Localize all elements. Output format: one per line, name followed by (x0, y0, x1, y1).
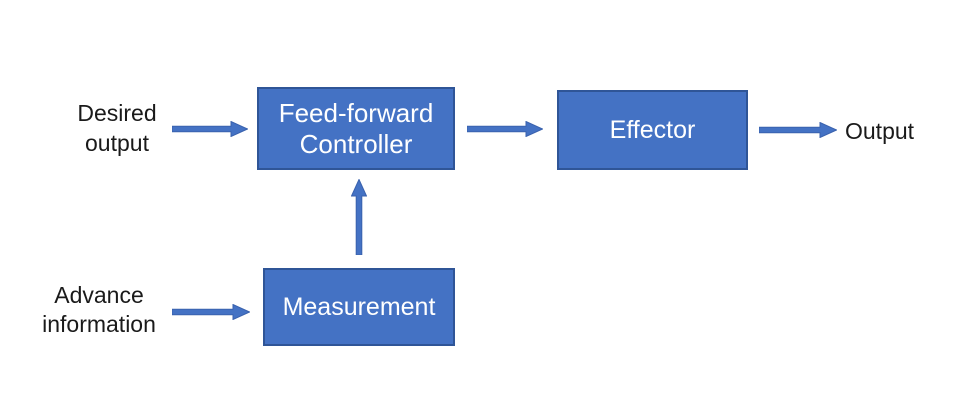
arrow-effector-to-output-icon (759, 122, 837, 138)
arrow-advance-to-measurement-icon (172, 304, 250, 320)
measurement-box: Measurement (263, 268, 455, 346)
effector-box-label: Effector (609, 115, 696, 144)
desired-output-label: Desired output (77, 100, 157, 156)
arrow-controller-to-effector-icon (467, 121, 543, 137)
advance-information-label: Advance information (42, 282, 156, 337)
feed-forward-controller-box: Feed-forward Controller (257, 87, 455, 170)
arrow-measurement-to-controller-icon (351, 179, 367, 255)
feed-forward-controller-box-label: Feed-forward Controller (278, 97, 434, 159)
output-label: Output (845, 118, 915, 144)
arrow-desired-to-controller-icon (172, 121, 248, 137)
measurement-box-label: Measurement (282, 292, 436, 321)
effector-box: Effector (557, 90, 748, 170)
